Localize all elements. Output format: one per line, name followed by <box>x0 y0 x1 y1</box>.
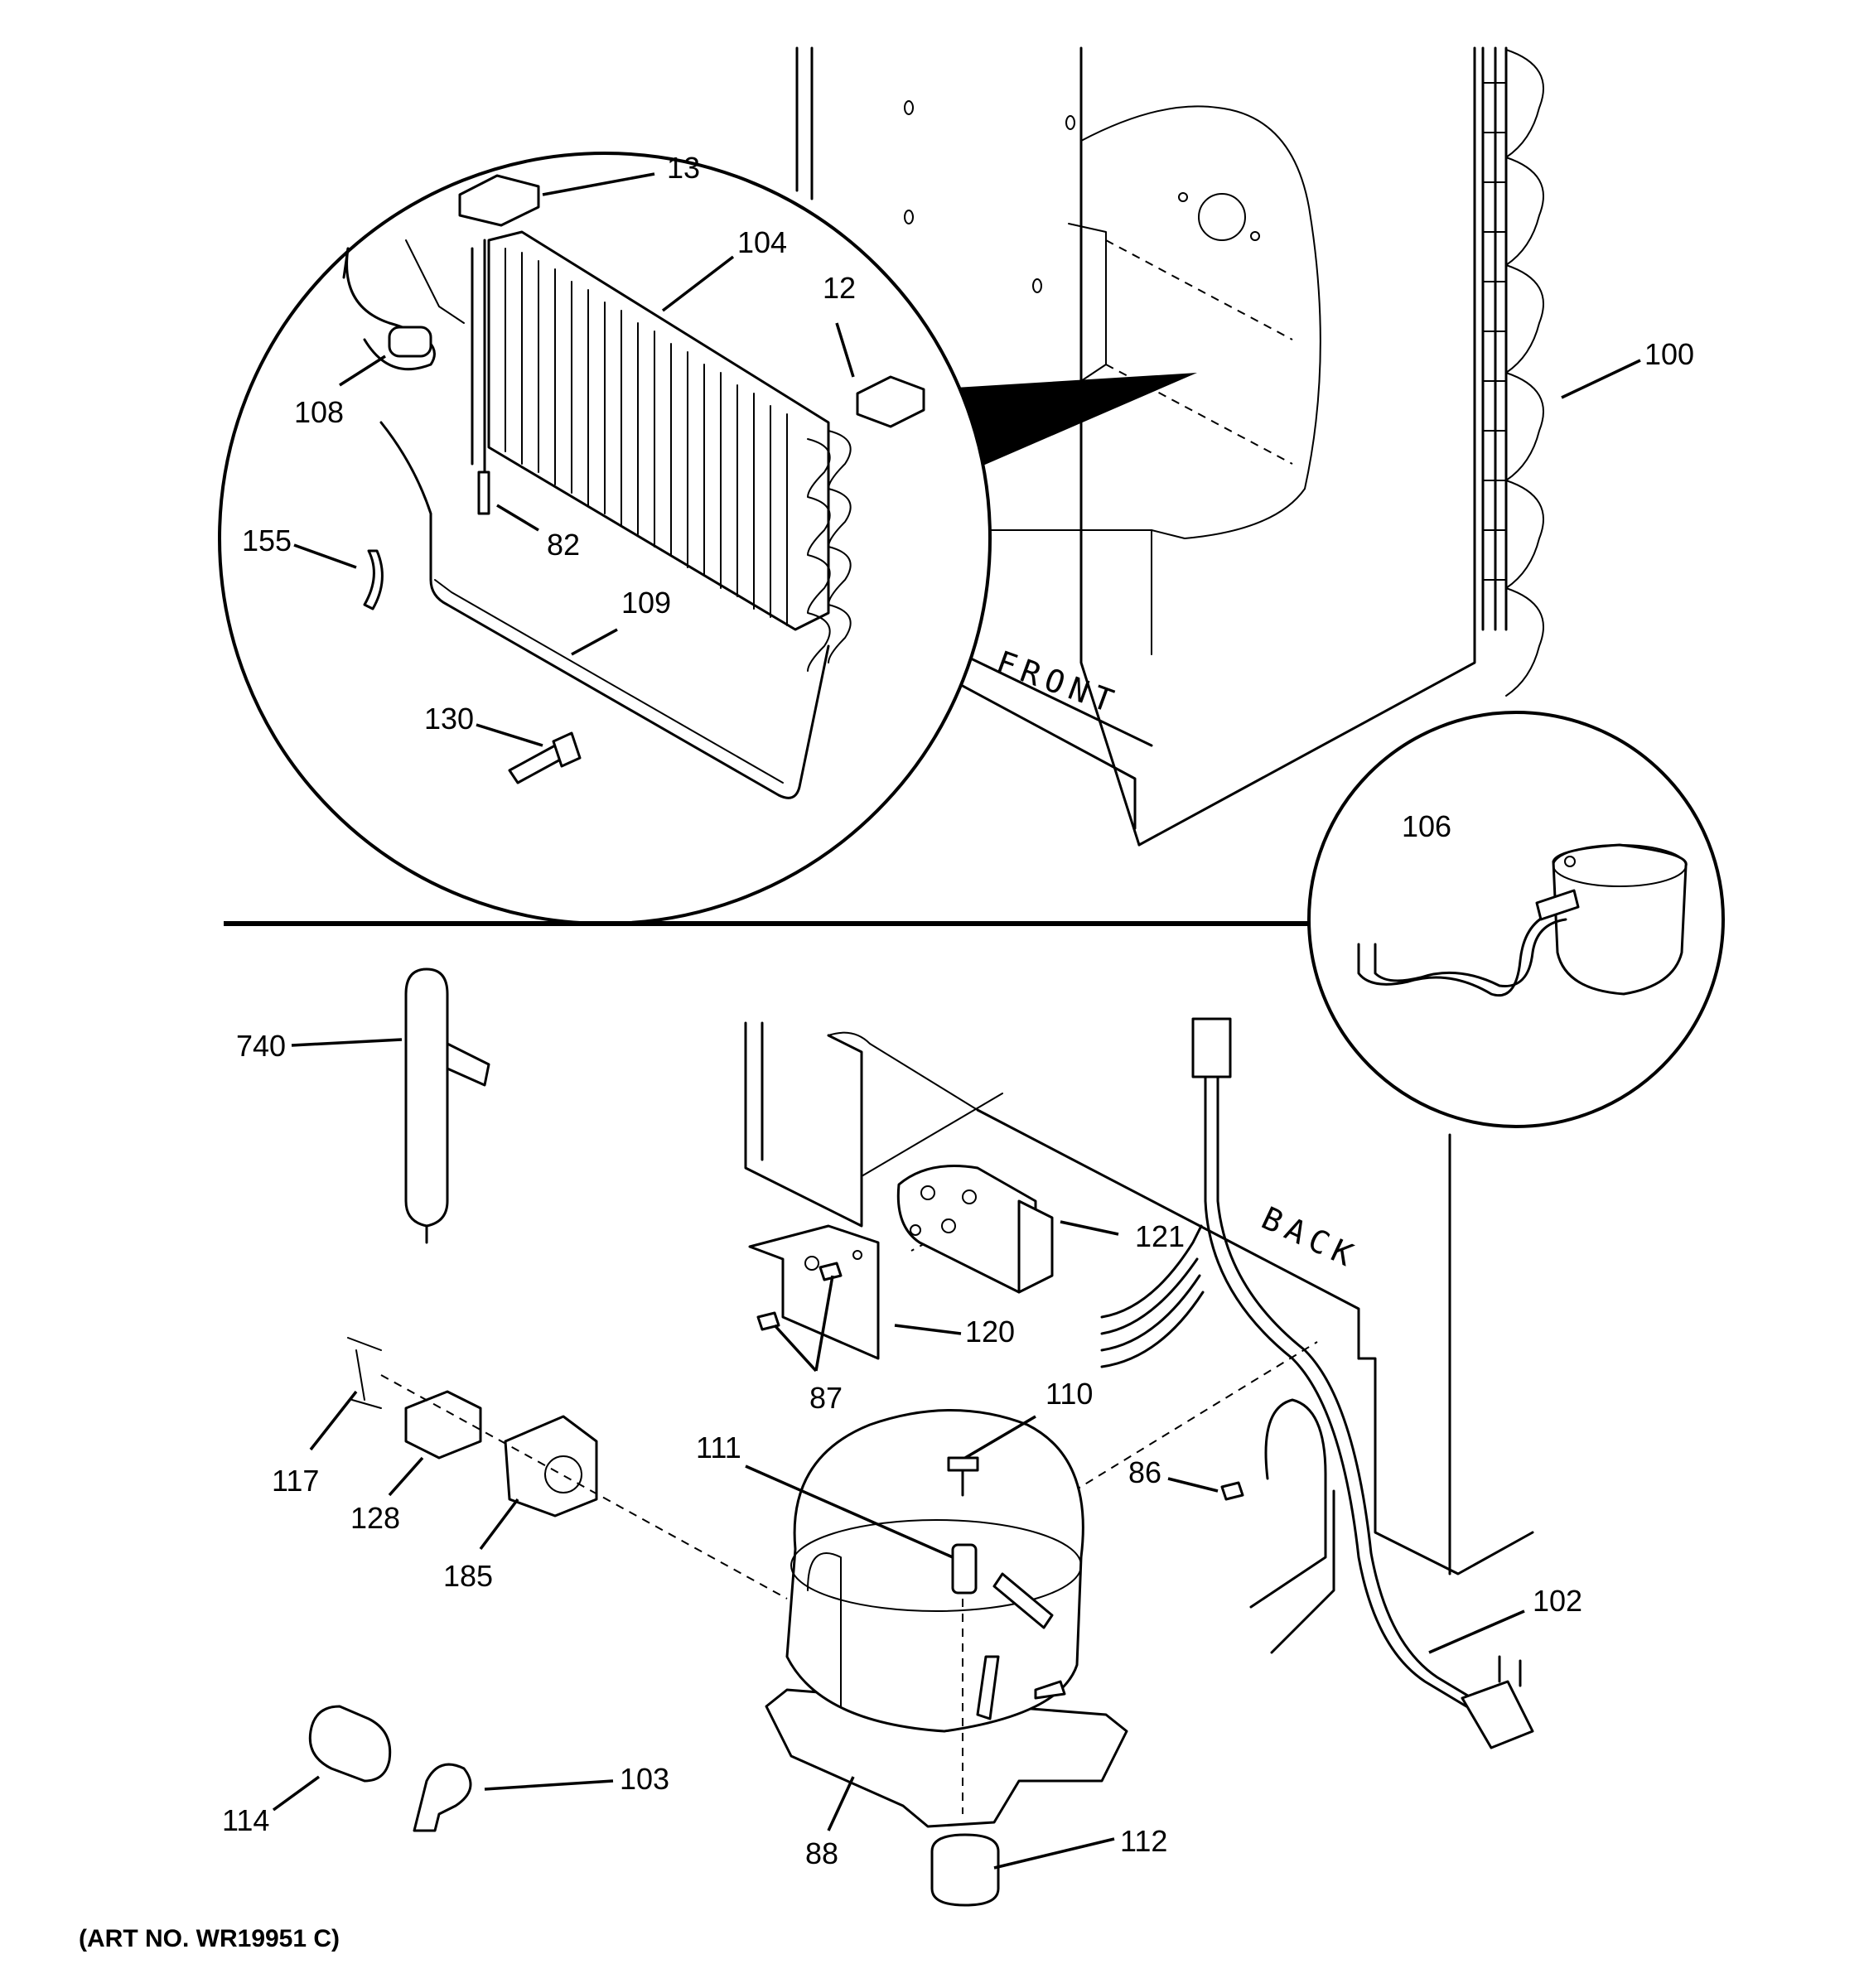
label-120: 120 <box>965 1315 1015 1349</box>
evaporator-104 <box>471 230 852 672</box>
label-740: 740 <box>236 1029 286 1063</box>
label-103: 103 <box>620 1762 669 1796</box>
leader-lines <box>272 172 1641 1870</box>
screw-86 <box>1220 1481 1244 1501</box>
label-130: 130 <box>424 702 474 736</box>
label-185: 185 <box>443 1559 493 1593</box>
label-117: 117 <box>272 1464 319 1498</box>
evaporator-detail-circle <box>218 152 992 925</box>
label-155: 155 <box>242 524 292 557</box>
label-13: 13 <box>667 151 700 185</box>
relay-185 <box>504 1415 598 1518</box>
label-111: 111 <box>696 1431 741 1464</box>
front-label: FRONT <box>992 644 1124 721</box>
terminal-111 <box>951 1543 978 1595</box>
grommet-112 <box>930 1833 1000 1907</box>
label-104: 104 <box>737 225 787 259</box>
power-cord-102 <box>1100 1017 1534 1749</box>
screw-87a <box>819 1262 843 1281</box>
screw-87b <box>756 1311 780 1331</box>
part-13-pad <box>458 174 540 227</box>
label-86: 86 <box>1128 1455 1161 1489</box>
label-82: 82 <box>547 528 580 562</box>
label-114: 114 <box>222 1803 269 1837</box>
heater-82 <box>477 470 490 515</box>
cover-128 <box>404 1390 482 1460</box>
clip-103 <box>413 1763 472 1832</box>
label-108: 108 <box>294 395 344 429</box>
defrost-timer-121 <box>896 1165 1054 1294</box>
label-100: 100 <box>1644 337 1694 371</box>
label-106: 106 <box>1402 809 1451 843</box>
label-102: 102 <box>1533 1584 1582 1618</box>
label-12: 12 <box>823 271 856 305</box>
part-12-pad <box>856 375 925 428</box>
accumulator-740 <box>404 967 490 1244</box>
bolt-130 <box>508 731 582 784</box>
bolt-110 <box>947 1456 979 1472</box>
art-number: (ART NO. WR19951 C) <box>79 1925 340 1952</box>
clip-117 <box>347 1337 382 1409</box>
cabinet-lower <box>744 1021 1534 1575</box>
label-121: 121 <box>1135 1219 1185 1253</box>
label-128: 128 <box>350 1501 400 1535</box>
compressor-88 <box>765 1409 1128 1828</box>
bracket-120 <box>748 1224 880 1360</box>
capacitor-114 <box>308 1705 392 1783</box>
label-88: 88 <box>805 1836 838 1870</box>
label-110: 110 <box>1045 1377 1093 1411</box>
cabinet-upper <box>795 46 1476 847</box>
drain-pan-detail-circle <box>1307 711 1725 1128</box>
label-112: 112 <box>1120 1824 1167 1858</box>
label-87: 87 <box>809 1381 843 1415</box>
clip-155 <box>363 549 384 610</box>
thermostat-108 <box>342 247 830 799</box>
label-109: 109 <box>621 586 671 620</box>
relay-group <box>347 1337 788 1600</box>
condenser-coil-100 <box>1481 46 1544 697</box>
